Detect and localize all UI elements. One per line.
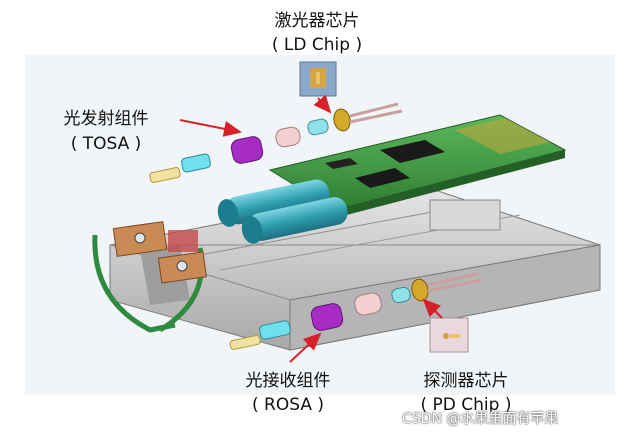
ld-chip-label-en: ( LD Chip ) bbox=[271, 35, 363, 55]
rosa-label-cn: 光接收组件 bbox=[245, 371, 331, 391]
tosa-exploded-parts bbox=[149, 102, 403, 183]
tosa-label-en: ( TOSA ) bbox=[70, 134, 142, 154]
tosa-arrow bbox=[179, 119, 242, 137]
ld-chip-inset bbox=[299, 61, 337, 97]
ld-chip-arrow bbox=[313, 94, 332, 114]
rosa-exploded-parts bbox=[229, 272, 483, 350]
ld-chip-label-cn: 激光器芯片 bbox=[274, 11, 360, 31]
pd-chip-label-cn: 探测器芯片 bbox=[423, 371, 509, 391]
pd-chip-arrow bbox=[422, 298, 443, 319]
tosa-label-cn: 光发射组件 bbox=[63, 109, 149, 129]
sfp-housing bbox=[109, 184, 601, 351]
pd-chip-inset bbox=[429, 317, 469, 353]
latch-bail bbox=[92, 221, 208, 333]
optical-subassemblies-on-board bbox=[217, 179, 348, 244]
rosa-arrow bbox=[289, 332, 322, 363]
csdn-watermark: CSDN @水果里面有苹果 bbox=[402, 411, 559, 427]
pcb-board bbox=[268, 114, 567, 218]
rosa-label-en: ( ROSA ) bbox=[251, 395, 324, 415]
pd-chip-label-en: ( PD Chip ) bbox=[420, 395, 512, 415]
